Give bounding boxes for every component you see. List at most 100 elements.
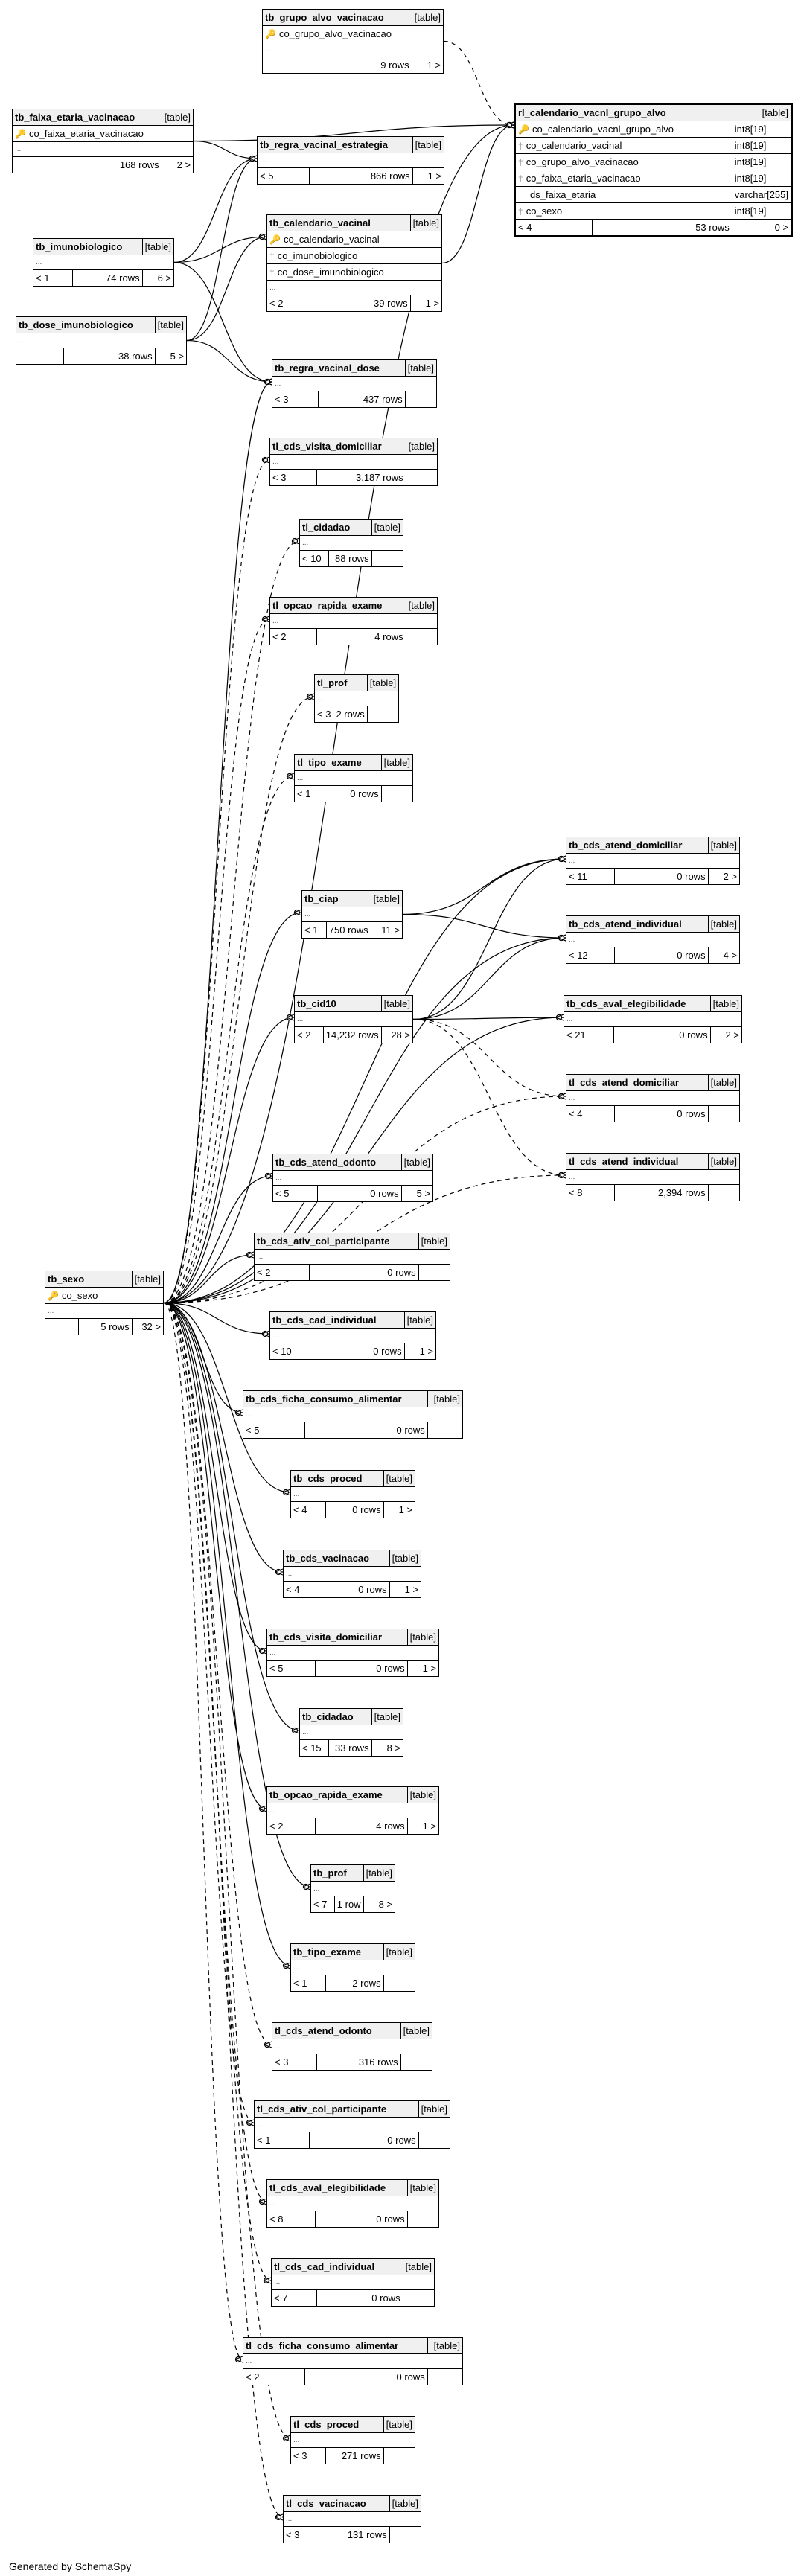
foreign-key-icon: †	[269, 266, 275, 278]
table-type-label: [table]	[418, 1233, 451, 1250]
table-node-rl-calendario-vacnl-grupo-alvo[interactable]: rl_calendario_vacnl_grupo_alvo[table]🔑co…	[514, 103, 793, 237]
table-type-label: [table]	[709, 995, 743, 1012]
row-count: 53 rows	[592, 219, 732, 237]
column-name-text: co_faixa_etaria_vacinacao	[28, 127, 144, 139]
parents-count: < 7	[270, 2289, 318, 2307]
table-name: tb_cds_atend_domiciliar	[566, 837, 709, 854]
children-count: 1 >	[411, 57, 444, 74]
table-type-label: [table]	[427, 2337, 464, 2354]
table-name: tb_cid10	[294, 995, 382, 1012]
more-columns-indicator: ...	[283, 1566, 421, 1582]
table-node-tb-grupo-alvo-vacinacao[interactable]: tb_grupo_alvo_vacinacao[table]🔑co_grupo_…	[261, 9, 444, 74]
row-count: 74 rows	[71, 269, 143, 287]
table-type-label: [table]	[383, 2416, 416, 2433]
row-count: 0 rows	[316, 1343, 405, 1360]
more-columns-indicator: ...	[290, 1486, 415, 1502]
row-count: 271 rows	[325, 2447, 384, 2464]
parents-count: < 10	[299, 550, 329, 567]
children-count	[404, 391, 438, 408]
table-type-label: [table]	[412, 136, 445, 153]
column-name: †co_faixa_etaria_vacinacao	[514, 170, 732, 187]
table-name: tb_cds_visita_domiciliar	[266, 1629, 408, 1646]
more-columns-indicator: ...	[33, 255, 174, 270]
table-name: tb_dose_imunobiologico	[16, 316, 156, 333]
table-node-tb-calendario-vacinal[interactable]: tb_calendario_vacinal[table]🔑co_calendar…	[266, 214, 443, 312]
children-count	[405, 628, 438, 645]
row-count: 38 rows	[63, 348, 156, 365]
table-node-tb-cds-ficha-consumo-alimentar[interactable]: tb_cds_ficha_consumo_alimentar[table]...…	[243, 1390, 464, 1439]
row-count: 0 rows	[314, 2211, 408, 2228]
parents-count	[45, 1318, 79, 1335]
more-columns-indicator: ...	[269, 454, 438, 470]
row-count: 750 rows	[325, 921, 371, 939]
primary-key-icon: 🔑	[269, 234, 281, 245]
column-row: †co_dose_imunobiologico	[266, 263, 442, 281]
parents-count: < 1	[290, 1975, 326, 1992]
column-name-text: ds_faixa_etaria	[530, 189, 596, 200]
table-node-tb-faixa-etaria-vacinacao[interactable]: tb_faixa_etaria_vacinacao[table]🔑co_faix…	[11, 109, 194, 173]
parents-count: < 3	[272, 391, 319, 408]
table-type-label: [table]	[707, 1153, 741, 1170]
table-name: tb_regra_vacinal_dose	[272, 359, 406, 377]
more-columns-indicator: ...	[269, 1328, 436, 1343]
children-count: 5 >	[400, 1185, 434, 1202]
table-node-tl-cds-ativ-col-participante[interactable]: tl_cds_ativ_col_participante[table]...< …	[254, 2100, 451, 2149]
table-name: tb_regra_vacinal_estrategia	[257, 136, 413, 153]
column-name-text: co_imunobiologico	[277, 249, 358, 261]
children-count: 1 >	[412, 167, 445, 185]
primary-key-icon: 🔑	[518, 124, 529, 135]
table-name: tb_cidadao	[299, 1708, 372, 1725]
table-type-label: [table]	[131, 1271, 165, 1288]
table-name: tl_cds_atend_domiciliar	[566, 1074, 709, 1091]
table-name: tb_faixa_etaria_vacinacao	[12, 109, 162, 126]
table-type-label: [table]	[427, 1390, 464, 1407]
table-name: tl_cds_proced	[290, 2416, 384, 2433]
table-name: tl_cds_visita_domiciliar	[269, 438, 406, 455]
parents-count: < 1	[254, 2132, 310, 2149]
row-count: 437 rows	[317, 391, 406, 408]
table-node-tb-cds-ativ-col-participante[interactable]: tb_cds_ativ_col_participante[table]...< …	[254, 1233, 451, 1281]
row-count: 866 rows	[309, 167, 413, 185]
parents-count	[11, 156, 64, 173]
table-type-label: [table]	[383, 1470, 416, 1487]
table-name: tl_cidadao	[299, 519, 372, 536]
table-node-tl-cds-ficha-consumo-alimentar[interactable]: tl_cds_ficha_consumo_alimentar[table]...…	[243, 2337, 464, 2385]
more-columns-indicator: ...	[290, 2432, 415, 2448]
table-node-tb-regra-vacinal-estrategia[interactable]: tb_regra_vacinal_estrategia[table]...< 5…	[256, 136, 445, 185]
children-count: 5 >	[154, 348, 188, 365]
